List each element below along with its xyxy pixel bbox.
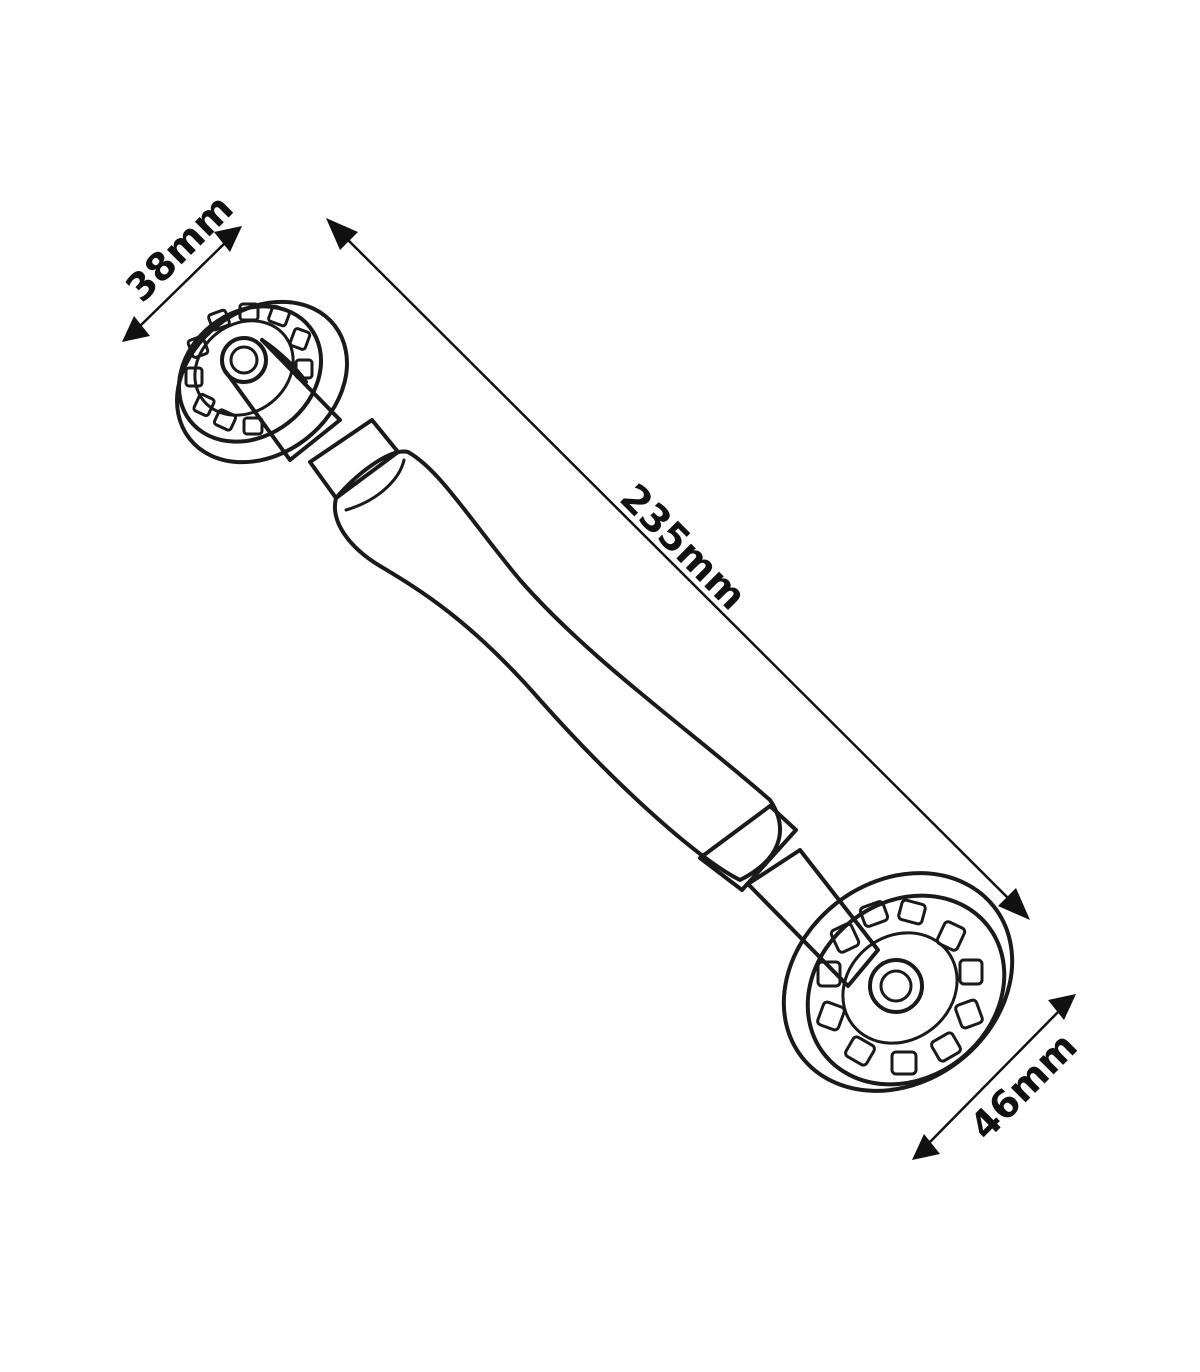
large-wheel-spokes [816,898,984,1076]
small-wheel [175,299,349,465]
handle [224,338,880,988]
dimension-label-235mm: 235mm [612,475,755,618]
small-wheel-spokes [184,302,314,436]
dimension-label-38mm: 38mm [117,186,242,311]
dimension-overall-length: 235mm [326,218,1030,920]
large-wheel [781,871,1015,1093]
